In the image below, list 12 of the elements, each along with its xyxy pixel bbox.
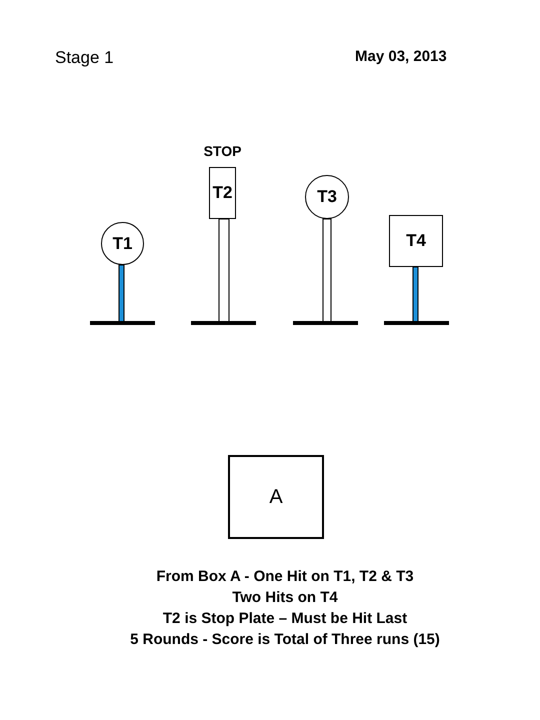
round-target-plate: T1: [101, 222, 144, 265]
square-target-plate: T4: [389, 215, 443, 267]
instruction-text: 5 Rounds - Score is Total of Three runs (15): [129, 631, 441, 648]
stop-target-plate: T2: [209, 167, 236, 219]
round-target-plate: T3: [305, 175, 349, 219]
instruction-text: T2 is Stop Plate – Must be Hit Last: [162, 610, 408, 627]
instruction-text: From Box A - One Hit on T1, T2 & T3: [155, 568, 415, 585]
shooting-box: A: [228, 455, 324, 539]
stop-label: STOP: [204, 143, 242, 159]
instruction-text: Two Hits on T4: [231, 589, 339, 606]
date-label: May 03, 2013: [355, 48, 447, 65]
stage-title: Stage 1: [55, 48, 114, 68]
